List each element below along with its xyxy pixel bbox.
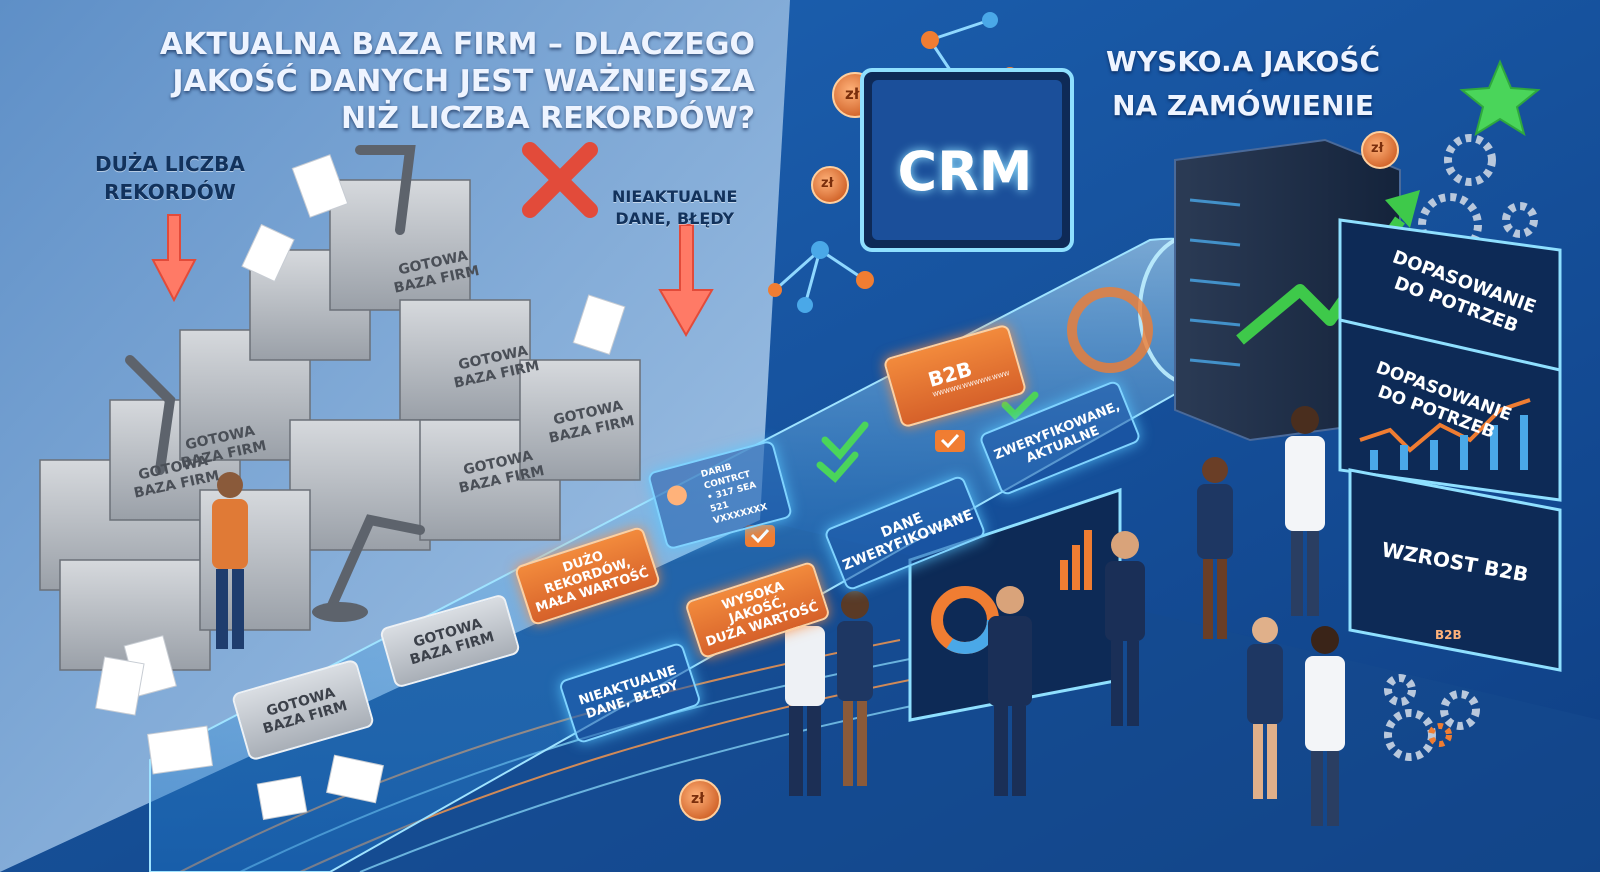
headline-left-line3: NIŻ LICZBA REKORDÓW? [340, 101, 755, 136]
coin-symbol: zł [821, 176, 834, 191]
contact-avatar-icon: ● [661, 476, 692, 512]
headline-left: AKTUALNA BAZA FIRM – DLACZEGO JAKOŚĆ DAN… [160, 26, 755, 137]
label-nieaktualne-dane: NIEAKTUALNE DANE, BŁĘDY [612, 186, 737, 230]
headline-right: WYSKO.A JAKOŚĆ NA ZAMÓWIENIE [1106, 40, 1380, 128]
coin-symbol: zł [1371, 141, 1384, 156]
crm-label: CRM [897, 140, 1033, 203]
label-nieaktualne-line1: NIEAKTUALNE [612, 187, 738, 206]
headline-left-line2: JAKOŚĆ DANYCH JEST WAŻNIEJSZA [172, 64, 755, 99]
coin-symbol: zł [845, 85, 860, 103]
label-duza-liczba-line2: REKORDÓW [104, 180, 236, 204]
coin-symbol: zł [691, 791, 705, 807]
headline-right-line1: WYSKO.A JAKOŚĆ [1106, 45, 1381, 78]
screen-b2b-badge: B2B [1435, 628, 1462, 642]
headline-right-line2: NA ZAMÓWIENIE [1112, 89, 1374, 122]
label-duza-liczba-line1: DUŻA LICZBA [95, 152, 245, 176]
headline-left-line1: AKTUALNA BAZA FIRM – DLACZEGO [159, 27, 755, 62]
label-duza-liczba-rekordow: DUŻA LICZBA REKORDÓW [95, 150, 245, 206]
label-nieaktualne-line2: DANE, BŁĘDY [615, 209, 735, 228]
